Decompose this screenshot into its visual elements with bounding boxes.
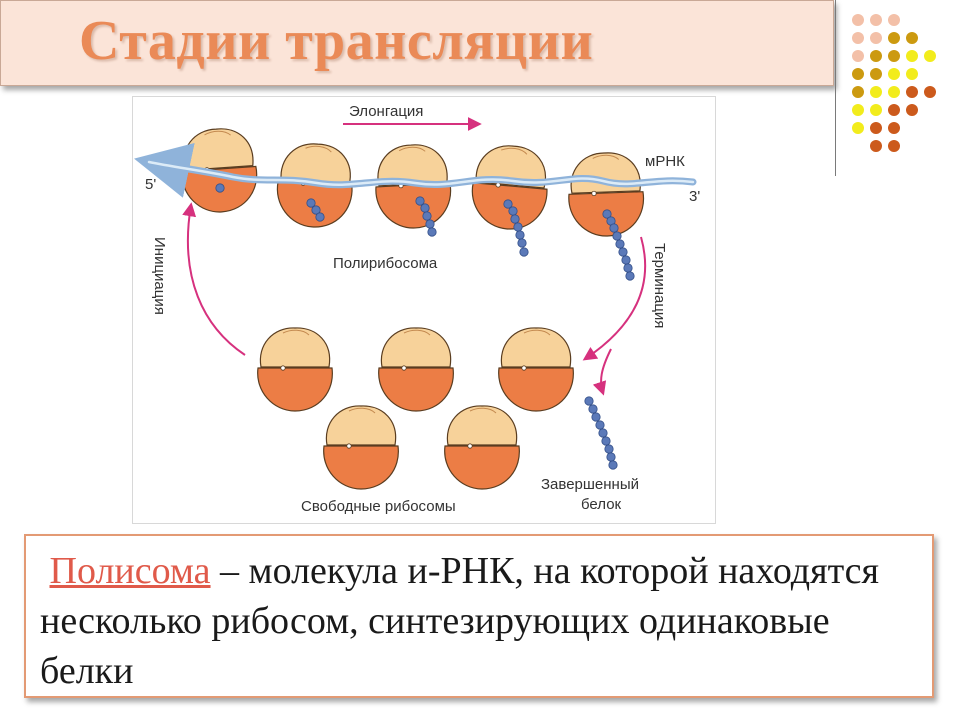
termination-arrow — [582, 236, 647, 361]
completed-protein — [584, 396, 618, 470]
free-ribosome-4 — [323, 405, 399, 490]
free-ribosomes-label: Свободные рибосомы — [301, 498, 456, 515]
free-ribosome-1 — [257, 327, 333, 412]
mrna-label: мРНК — [645, 153, 685, 170]
ribosome-4 — [468, 142, 552, 233]
dot-row-2 — [852, 32, 918, 44]
dot-row-6 — [852, 104, 918, 116]
free-ribosome-2 — [378, 327, 454, 412]
dot-row-1 — [852, 14, 900, 26]
dot-row-5 — [852, 86, 936, 98]
dot-row-4 — [852, 68, 918, 80]
dot-row-3 — [852, 50, 936, 62]
title-banner: Стадии трансляции — [0, 0, 834, 86]
definition-box: Полисома – молекула и-РНК, на которой на… — [24, 534, 934, 698]
release-arrow — [592, 348, 612, 396]
dot-row-7 — [852, 122, 900, 134]
decorative-dot-grid — [852, 14, 936, 152]
dot-row-8 — [870, 140, 900, 152]
three-prime-label: 3' — [689, 188, 700, 205]
free-ribosome-5 — [444, 405, 520, 490]
polyribosome-label: Полирибосома — [333, 255, 438, 272]
mrna-strand-highlight — [147, 160, 695, 186]
completed-protein-label-line2: белок — [581, 496, 622, 513]
translation-diagram: Элонгация мРНК 5' 3' Пол — [132, 96, 716, 524]
protein-chain-1 — [215, 183, 225, 193]
definition-text: – молекула и-РНК, на которой находятся н… — [40, 550, 879, 692]
ribosome-5 — [566, 151, 646, 238]
slide-title: Стадии трансляции — [79, 10, 594, 72]
translation-diagram-svg: Элонгация мРНК 5' 3' Пол — [134, 103, 700, 515]
free-ribosomes — [257, 327, 574, 490]
definition-term-link[interactable]: Полисома — [49, 550, 211, 592]
initiation-label: Инициация — [151, 237, 168, 315]
elongation-label: Элонгация — [349, 103, 423, 120]
free-ribosome-3 — [498, 327, 574, 412]
decorative-divider — [835, 0, 836, 176]
termination-label: Терминация — [651, 243, 668, 328]
five-prime-label: 5' — [145, 176, 156, 193]
definition-paragraph: Полисома – молекула и-РНК, на которой на… — [40, 546, 920, 696]
completed-protein-label-line1: Завершенный — [541, 476, 639, 493]
initiation-arrow — [182, 202, 246, 356]
